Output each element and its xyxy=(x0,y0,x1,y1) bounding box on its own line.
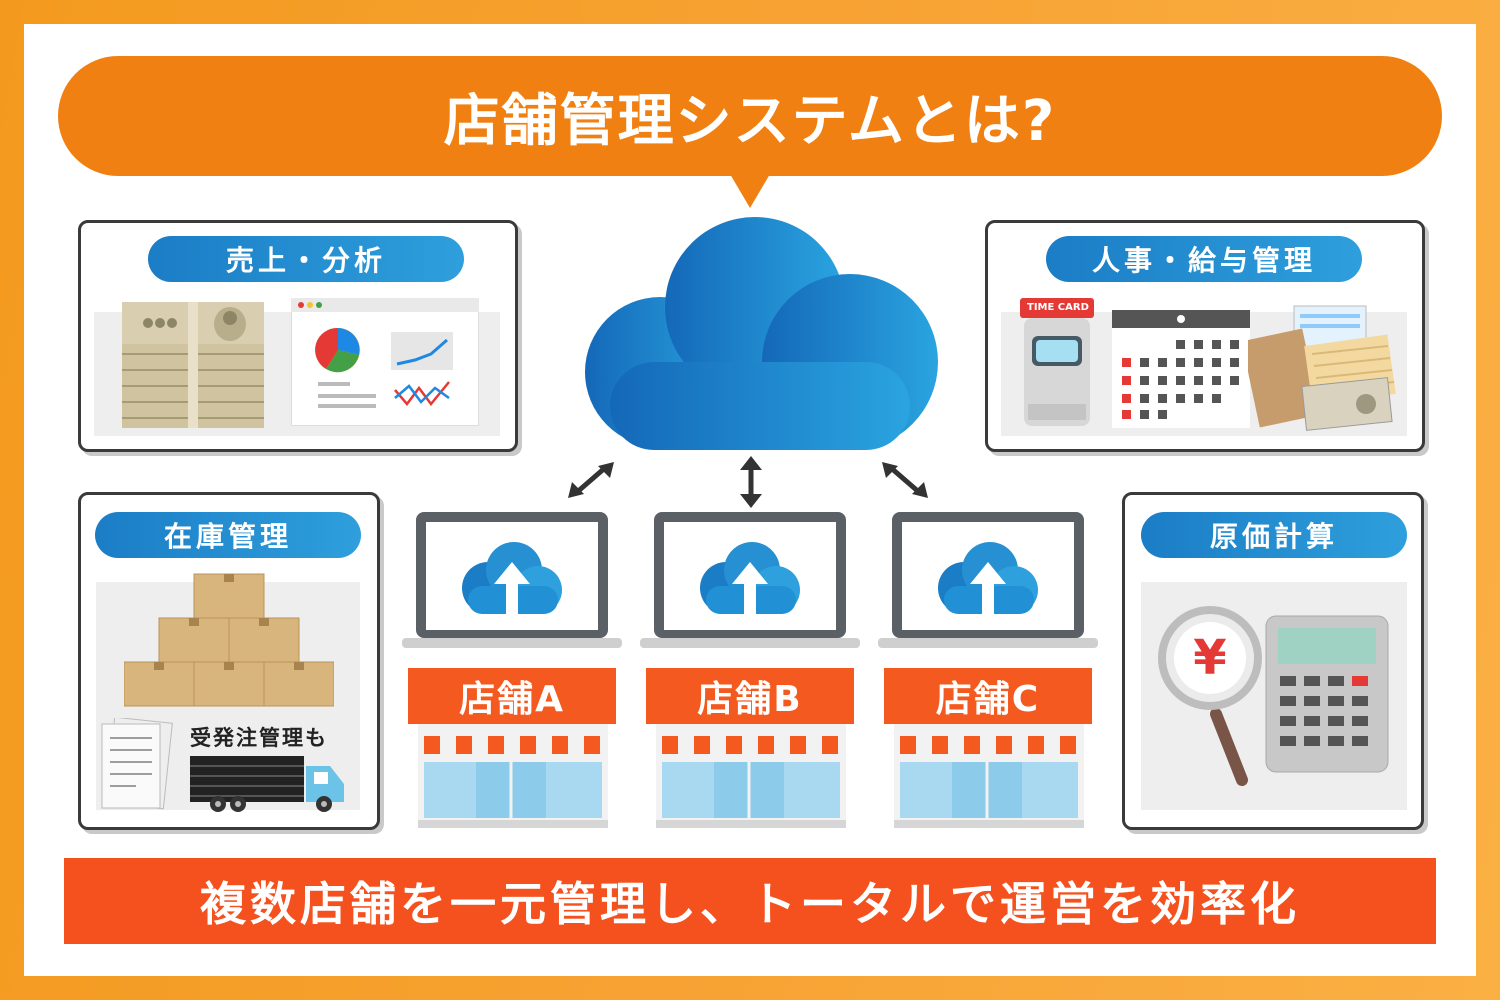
laptop-icon-b xyxy=(640,512,860,648)
truck-icon xyxy=(190,756,344,812)
svg-text:¥: ¥ xyxy=(1193,630,1226,686)
title-bubble: 店舗管理システムとは? xyxy=(58,56,1442,176)
upload-cloud-icon xyxy=(462,542,562,614)
summary-banner: 複数店舗を一元管理し、トータルで運営を効率化 xyxy=(64,858,1436,944)
store-icon-b xyxy=(656,724,846,828)
calculator-icon xyxy=(1265,615,1389,773)
store-a-sign: 店舗A xyxy=(408,668,616,724)
time-card-icon xyxy=(1020,298,1094,426)
store-b-sign: 店舗B xyxy=(646,668,854,724)
page-title: 店舗管理システムとは? xyxy=(443,88,1057,154)
payroll-documents-icon xyxy=(1248,305,1396,431)
document-icon xyxy=(101,718,173,810)
inventory-label: 在庫管理 xyxy=(95,512,361,558)
arrow-icon-left xyxy=(568,462,614,498)
calendar-icon xyxy=(1112,310,1250,428)
upload-cloud-icon xyxy=(938,542,1038,614)
summary-text: 複数店舗を一元管理し、トータルで運営を効率化 xyxy=(200,877,1300,931)
order-management-note: 受発注管理も xyxy=(190,726,328,750)
laptop-icon-c xyxy=(878,512,1098,648)
store-icon-a xyxy=(418,724,608,828)
trend-chart-icon xyxy=(396,338,448,366)
cloud-icon xyxy=(585,217,938,450)
store-c-sign: 店舗C xyxy=(884,668,1092,724)
sales-analysis-label: 売上・分析 xyxy=(148,236,464,282)
hr-payroll-label: 人事・給与管理 xyxy=(1046,236,1362,282)
box-icon xyxy=(124,573,334,707)
upload-cloud-icon xyxy=(700,542,800,614)
envelope-icon xyxy=(1248,328,1321,428)
store-icon-c xyxy=(894,724,1084,828)
title-bubble-tail xyxy=(730,174,770,208)
cost-calculation-label: 原価計算 xyxy=(1141,512,1407,558)
time-card-label: TIME CARD xyxy=(1027,302,1089,313)
arrow-icon-right xyxy=(882,462,928,498)
laptop-icon-a xyxy=(402,512,622,648)
report-window-icon xyxy=(291,298,479,426)
pie-chart-icon xyxy=(315,327,360,373)
magnifier-yen-icon: ¥ xyxy=(1158,606,1262,786)
arrow-icon-center xyxy=(740,456,762,508)
money-icon xyxy=(122,302,264,428)
